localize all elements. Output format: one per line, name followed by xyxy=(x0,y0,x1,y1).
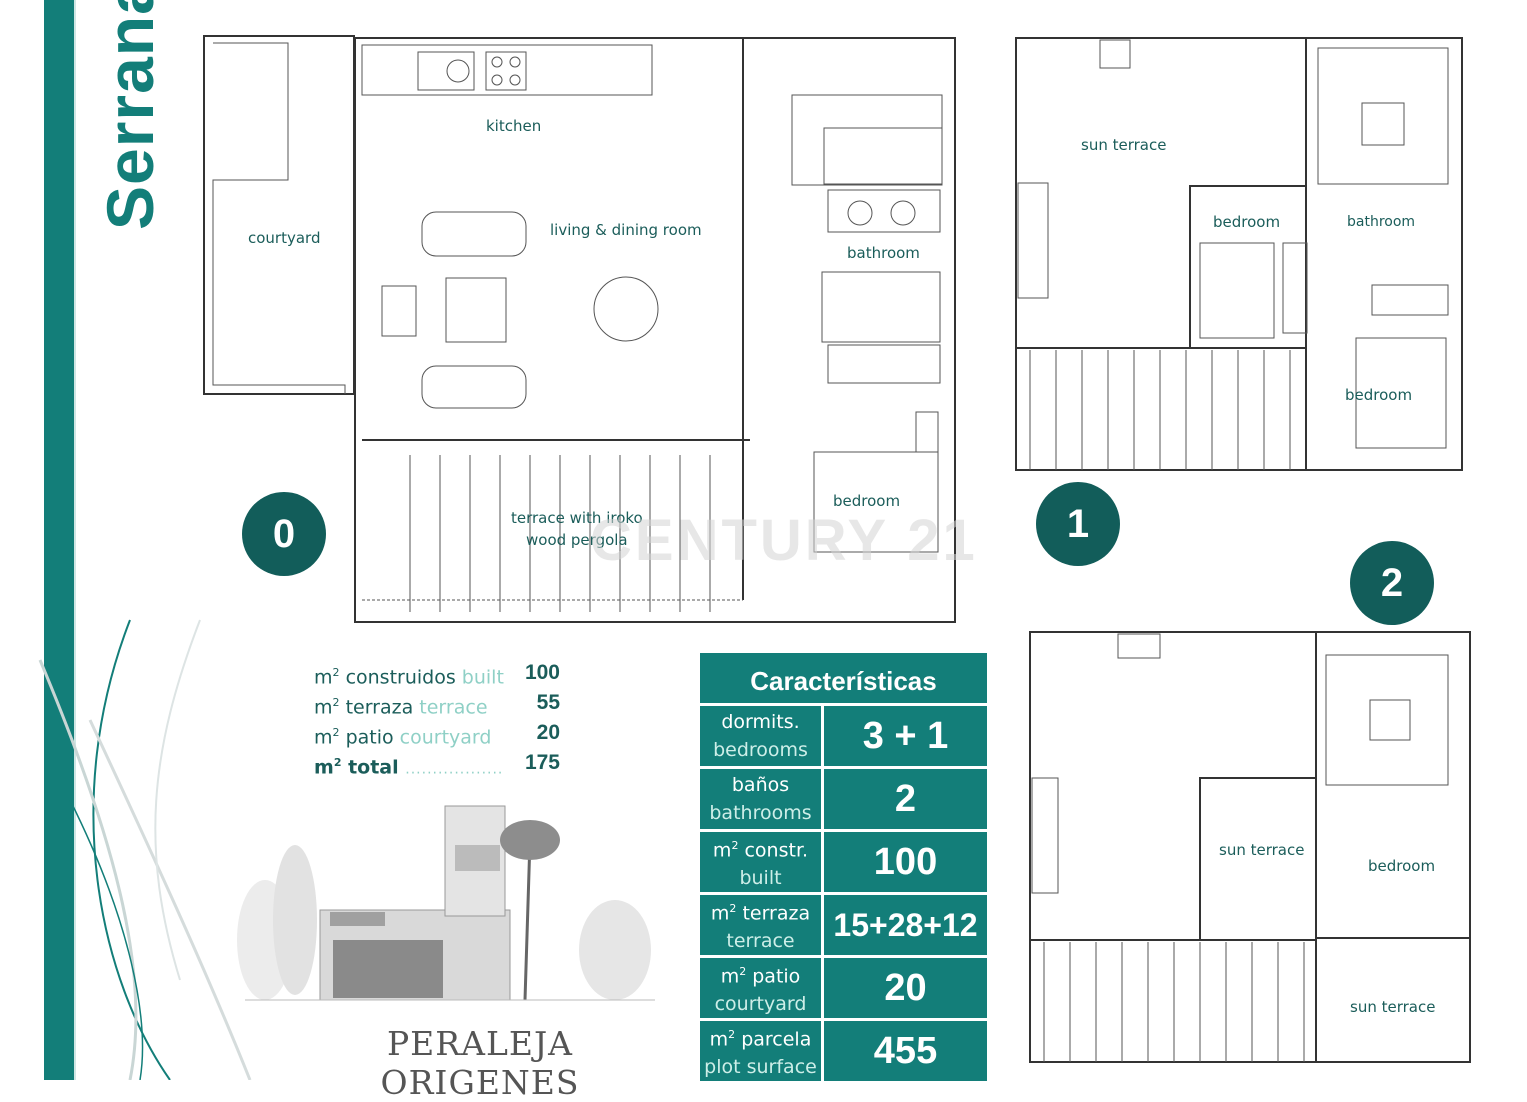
feature-row-built: m2 constr.built 100 xyxy=(700,832,987,892)
floor-2-badge: 2 xyxy=(1350,541,1434,625)
label-bedroom-f0: bedroom xyxy=(833,492,900,510)
area-row-built: m2 construidos built 100 xyxy=(314,661,560,689)
label-bathroom-f0: bathroom xyxy=(847,244,920,262)
floor-1-badge: 1 xyxy=(1036,482,1120,566)
label-terrace-line1: terrace with iroko xyxy=(511,509,643,527)
floor-0-badge: 0 xyxy=(242,492,326,576)
area-summary: m2 construidos built 100 m2 terraza terr… xyxy=(314,658,574,778)
area-row-total: m2 total .................. 175 xyxy=(314,751,560,779)
label-courtyard: courtyard xyxy=(248,229,320,247)
features-heading: Características xyxy=(700,653,987,703)
left-accent-band xyxy=(44,0,74,1080)
label-bathroom-f1: bathroom xyxy=(1347,214,1415,230)
decorative-curves xyxy=(38,619,252,1080)
label-bedroom-f2: bedroom xyxy=(1368,857,1435,875)
area-row-courtyard: m2 patio courtyard 20 xyxy=(314,721,560,749)
brand-logo-text: PERALEJA ORIGENES xyxy=(380,1024,580,1102)
label-terrace-line2: wood pergola xyxy=(526,531,628,549)
floor-1-plan xyxy=(1015,37,1463,471)
label-sun-terrace-f1: sun terrace xyxy=(1081,136,1166,154)
label-bedroom-f1b: bedroom xyxy=(1345,386,1412,404)
watermark: CENTURY 21 xyxy=(590,508,978,573)
house-sketch xyxy=(237,805,655,1001)
label-kitchen: kitchen xyxy=(486,117,541,135)
features-table: Características dormits.bedrooms 3 + 1 b… xyxy=(700,653,987,1081)
floor-2-plan xyxy=(1029,631,1471,1063)
label-sun-terrace-f2b: sun terrace xyxy=(1350,998,1435,1016)
area-row-terrace: m2 terraza terrace 55 xyxy=(314,691,560,719)
label-living-dining: living & dining room xyxy=(550,221,702,239)
label-sun-terrace-f2a: sun terrace xyxy=(1219,841,1304,859)
label-bedroom-f1a: bedroom xyxy=(1213,213,1280,231)
feature-row-bedrooms: dormits.bedrooms 3 + 1 xyxy=(700,706,987,766)
floor-0-plan xyxy=(203,35,956,623)
left-accent-line xyxy=(74,0,76,1080)
